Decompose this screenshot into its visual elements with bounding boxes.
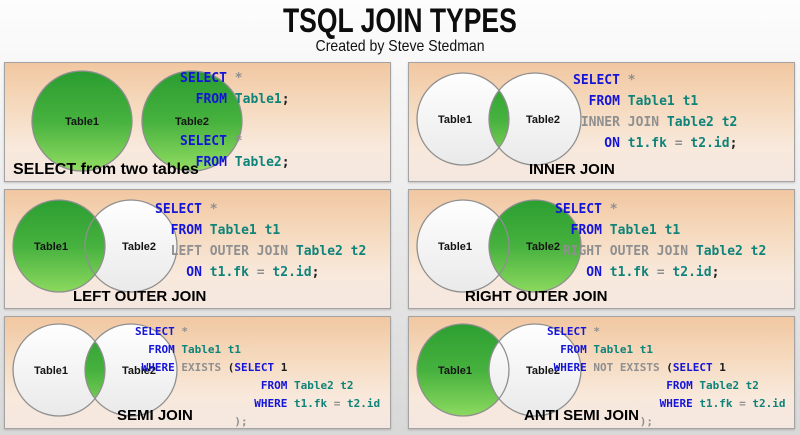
- venn-two-separate-circles-icon: Table1 Table2: [31, 70, 243, 172]
- panel-anti-semi-join: Table1 Table2 SELECT * FROM Table1 t1 WHE…: [408, 316, 795, 429]
- venn-semi-join-icon: Table1 Table2: [12, 323, 178, 417]
- sql-code-block: SELECT * FROM Table1 t1 LEFT OUTER JOIN …: [155, 202, 367, 280]
- venn-right-outer-join-icon: Table1 Table2: [416, 199, 582, 293]
- panel-left-outer-join: Table1 Table2 SELECT * FROM Table1 t1 LEF…: [4, 189, 391, 309]
- sql-code-block: SELECT * FROM Table1 t1 WHERE EXISTS (SE…: [135, 325, 381, 428]
- svg-text:Table1: Table1: [34, 365, 68, 377]
- svg-text:Table2: Table2: [122, 365, 156, 377]
- svg-text:Table2: Table2: [175, 116, 209, 128]
- svg-text:Table1: Table1: [438, 114, 472, 126]
- sql-code-block: SELECT * FROM Table1 t1 INNER JOIN Table…: [573, 73, 738, 151]
- venn-inner-join-icon: Table1 Table2: [416, 72, 582, 166]
- svg-text:Table2: Table2: [526, 241, 560, 253]
- page-subtitle: Created by Steve Stedman: [315, 38, 485, 55]
- svg-text:Table2: Table2: [526, 114, 560, 126]
- page-title: TSQL JOIN TYPES: [283, 2, 517, 40]
- poster-header: TSQL JOIN TYPES Created by Steve Stedman: [0, 0, 800, 62]
- sql-code-block: SELECT * FROM Table1 t1 WHERE NOT EXISTS…: [547, 325, 786, 428]
- panel-inner-join: Table1 Table2 SELECT * FROM Table1 t1 INN…: [408, 62, 795, 182]
- panel-caption: RIGHT OUTER JOIN: [465, 288, 608, 305]
- panel-select-two-tables: Table1 Table2 SELECT * FROM Table1; SELEC…: [4, 62, 391, 182]
- svg-text:Table2: Table2: [526, 365, 560, 377]
- panel-caption: INNER JOIN: [529, 161, 615, 178]
- panel-semi-join: Table1 Table2 SELECT * FROM Table1 t1 WHE…: [4, 316, 391, 429]
- sql-code-block: SELECT * FROM Table1 t1 RIGHT OUTER JOIN…: [555, 202, 767, 280]
- svg-text:Table2: Table2: [122, 241, 156, 253]
- panel-caption: LEFT OUTER JOIN: [73, 288, 207, 305]
- svg-text:Table1: Table1: [65, 116, 99, 128]
- panel-right-outer-join: Table1 Table2 SELECT * FROM Table1 t1 RIG…: [408, 189, 795, 309]
- venn-left-outer-join-icon: Table1 Table2: [12, 199, 178, 293]
- svg-text:Table1: Table1: [34, 241, 68, 253]
- panel-caption: SELECT from two tables: [13, 161, 199, 178]
- panel-caption: ANTI SEMI JOIN: [524, 407, 640, 424]
- venn-anti-semi-join-icon: Table1 Table2: [416, 323, 582, 417]
- svg-text:Table1: Table1: [438, 241, 472, 253]
- svg-text:Table1: Table1: [438, 365, 472, 377]
- sql-code-block: SELECT * FROM Table1; SELECT * FROM Tabl…: [180, 71, 290, 170]
- panel-caption: SEMI JOIN: [117, 407, 193, 424]
